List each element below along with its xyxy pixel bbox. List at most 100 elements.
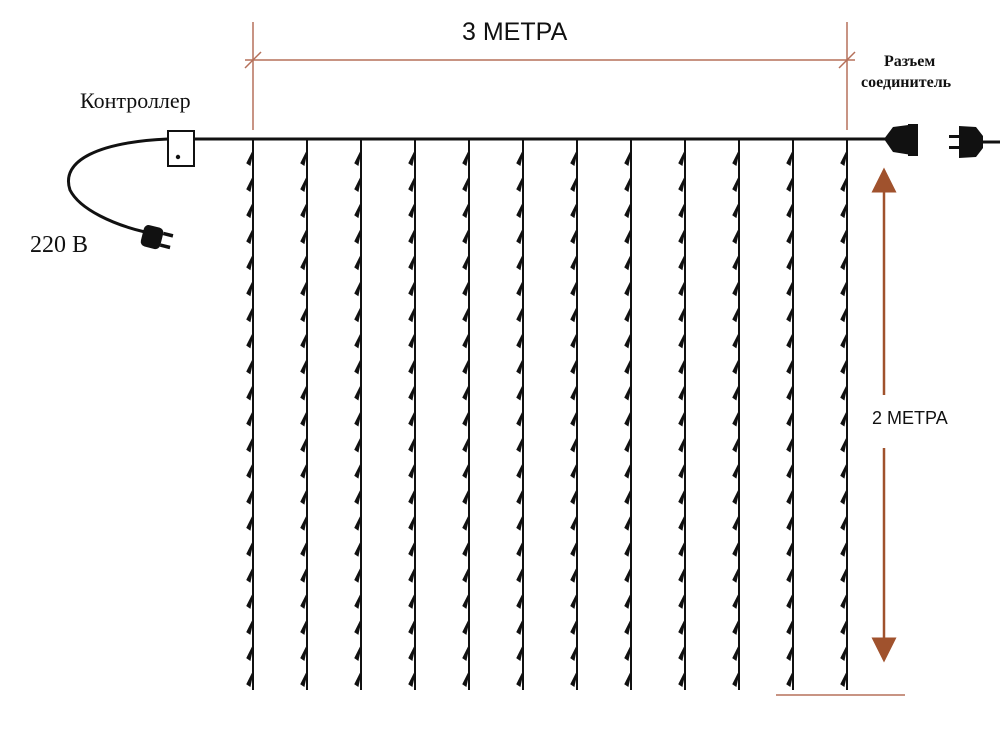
led-bulb <box>246 619 254 635</box>
led-bulb <box>732 359 740 375</box>
led-bulb <box>300 176 308 193</box>
led-bulb <box>246 150 254 166</box>
led-bulb <box>408 489 416 505</box>
led-bulb <box>462 307 470 323</box>
led-bulb <box>354 437 362 453</box>
led-bulb <box>354 411 362 427</box>
led-bulb <box>570 567 578 583</box>
led-bulb <box>354 489 362 505</box>
led-bulb <box>840 280 848 297</box>
led-bulb <box>570 150 578 166</box>
led-bulb <box>624 333 632 349</box>
led-bulb <box>354 333 362 349</box>
led-bulb <box>624 411 632 427</box>
led-bulb <box>840 228 848 245</box>
led-bulb <box>678 385 686 401</box>
led-bulb <box>462 593 470 609</box>
led-bulb <box>840 254 848 271</box>
led-bulb <box>516 254 524 271</box>
plug-icon <box>140 225 174 250</box>
led-bulb <box>732 176 740 193</box>
led-bulb <box>462 411 470 427</box>
led-bulb <box>570 359 578 375</box>
led-bulb <box>732 280 740 297</box>
led-bulb <box>624 437 632 453</box>
led-bulb <box>570 176 578 193</box>
led-bulb <box>624 489 632 505</box>
led-bulb <box>732 150 740 166</box>
led-bulb <box>354 150 362 166</box>
led-bulb <box>732 463 740 479</box>
led-bulb <box>354 176 362 193</box>
led-bulb <box>246 437 254 453</box>
led-bulb <box>840 671 848 687</box>
led-bulb <box>624 515 632 531</box>
led-bulb <box>462 515 470 531</box>
led-bulb <box>354 202 362 219</box>
led-bulb <box>570 489 578 505</box>
led-bulb <box>786 307 794 323</box>
led-bulb <box>354 671 362 687</box>
led-bulb <box>786 202 794 219</box>
led-bulb <box>678 359 686 375</box>
led-bulb <box>570 411 578 427</box>
led-bulb <box>678 228 686 245</box>
led-bulb <box>624 202 632 219</box>
led-bulb <box>786 359 794 375</box>
led-bulb <box>408 150 416 166</box>
led-bulb <box>300 463 308 479</box>
led-bulb <box>570 202 578 219</box>
led-bulb <box>300 280 308 297</box>
power-cord <box>67 137 169 234</box>
led-bulb <box>786 228 794 245</box>
led-bulb <box>678 437 686 453</box>
led-bulb <box>408 176 416 193</box>
led-bulb <box>462 202 470 219</box>
led-bulb <box>786 541 794 557</box>
led-bulb <box>840 593 848 609</box>
connector-label-line1: Разъем <box>884 53 936 70</box>
led-bulb <box>246 280 254 297</box>
led-bulb <box>246 489 254 505</box>
led-bulb <box>462 619 470 635</box>
led-bulb <box>408 541 416 557</box>
led-bulb <box>678 593 686 609</box>
led-bulb <box>570 333 578 349</box>
led-bulb <box>408 645 416 661</box>
led-bulb <box>354 228 362 245</box>
led-bulb <box>462 333 470 349</box>
led-bulb <box>624 619 632 635</box>
led-bulb <box>516 202 524 219</box>
led-bulb <box>570 593 578 609</box>
led-bulb <box>516 515 524 531</box>
connector-plug-icon <box>949 126 1000 158</box>
led-bulb <box>300 333 308 349</box>
led-bulb <box>840 437 848 453</box>
led-bulb <box>354 541 362 557</box>
led-bulb <box>840 333 848 349</box>
led-bulb <box>624 280 632 297</box>
led-bulb <box>516 463 524 479</box>
led-bulb <box>624 645 632 661</box>
led-bulb <box>678 489 686 505</box>
led-bulb <box>678 567 686 583</box>
led-bulb <box>786 463 794 479</box>
led-bulb <box>840 150 848 166</box>
led-bulb <box>570 385 578 401</box>
led-bulb <box>786 254 794 271</box>
height-dimension-label: 2 МЕТРА <box>872 408 948 428</box>
led-bulb <box>840 359 848 375</box>
led-bulb <box>786 489 794 505</box>
led-bulb <box>300 671 308 687</box>
led-bulb <box>300 307 308 323</box>
led-bulb <box>462 489 470 505</box>
curtain-strands <box>246 139 848 690</box>
led-bulb <box>678 280 686 297</box>
led-bulb <box>408 567 416 583</box>
led-bulb <box>300 489 308 505</box>
led-bulb <box>300 593 308 609</box>
led-bulb <box>300 567 308 583</box>
led-bulb <box>246 645 254 661</box>
led-bulb <box>786 385 794 401</box>
led-bulb <box>678 254 686 271</box>
